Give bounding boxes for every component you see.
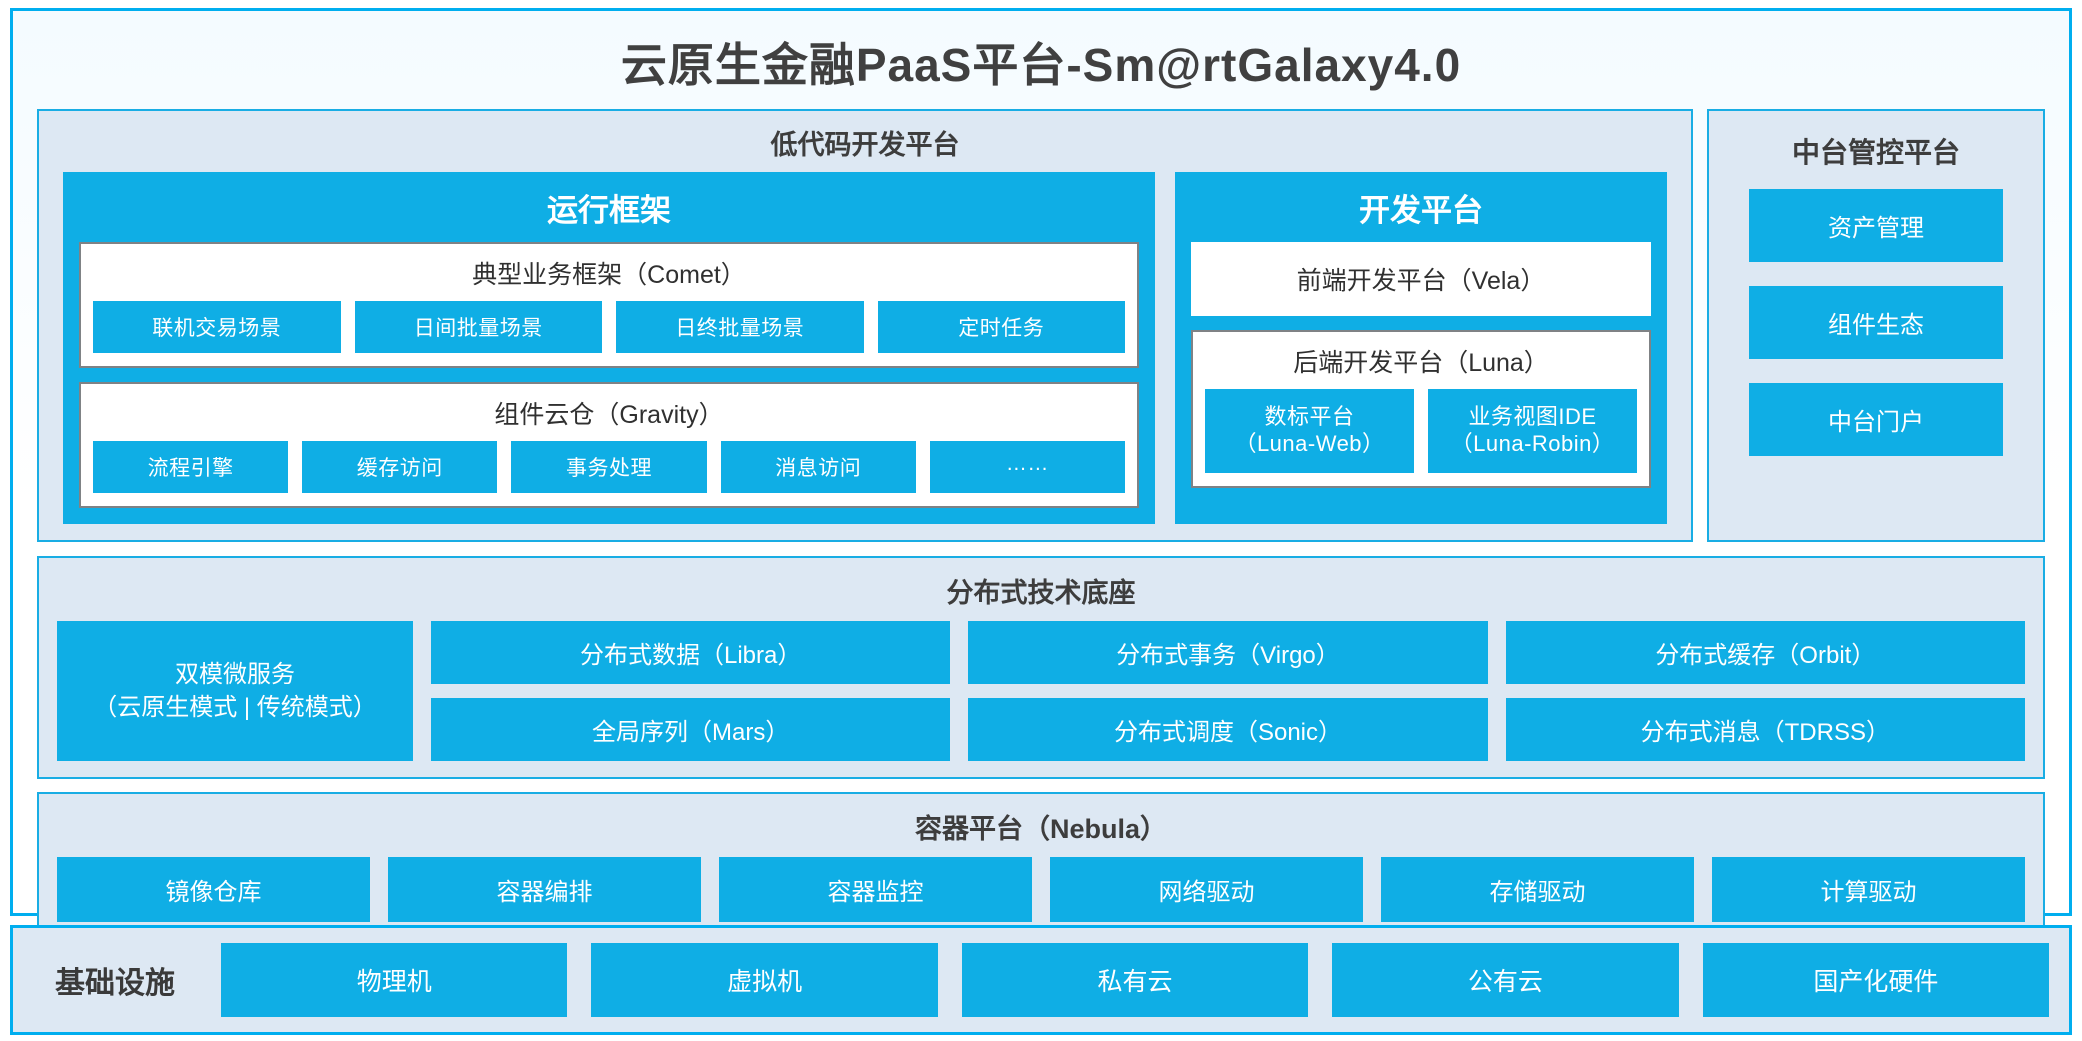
dual-mode-line2: （云原生模式 | 传统模式） (93, 694, 377, 721)
dev-platform-box: 开发平台 前端开发平台（Vela） 后端开发平台（Luna） 数标平台 （Lun… (1175, 172, 1667, 524)
chip-luna-robin-code: （Luna-Robin） (1450, 430, 1615, 456)
gravity-title: 组件云仓（Gravity） (494, 401, 724, 429)
dev-platform-body: 前端开发平台（Vela） 后端开发平台（Luna） 数标平台 （Luna-Web… (1175, 242, 1667, 488)
chip-luna-web[interactable]: 数标平台 （Luna-Web） (1205, 389, 1414, 473)
lowcode-inner: 运行框架 典型业务框架（Comet） 联机交易场景 日间批量场景 日终批量场景 … (39, 172, 1691, 524)
mid-platform-panel: 中台管控平台 资产管理 组件生态 中台门户 (1707, 109, 2045, 542)
container-cell-image-registry[interactable]: 镜像仓库 (57, 857, 370, 922)
chip-comet-0[interactable]: 联机交易场景 (93, 301, 341, 353)
container-cell-compute-driver[interactable]: 计算驱动 (1712, 857, 2025, 922)
chip-gravity-2[interactable]: 事务处理 (511, 441, 707, 493)
chip-comet-2[interactable]: 日终批量场景 (616, 301, 864, 353)
lower-sections: 分布式技术底座 双模微服务 （云原生模式 | 传统模式） 分布式数据（Libra… (13, 542, 2069, 942)
infra-cell-public-cloud[interactable]: 公有云 (1332, 943, 1679, 1017)
infra-cell-private-cloud[interactable]: 私有云 (961, 943, 1309, 1017)
distributed-column-1: 分布式数据（Libra） 全局序列（Mars） (431, 621, 951, 761)
dev-platform-title: 开发平台 (1359, 193, 1483, 228)
distributed-tech-title: 分布式技术底座 (946, 578, 1136, 608)
chip-luna-web-code: （Luna-Web） (1234, 430, 1385, 456)
vela-card[interactable]: 前端开发平台（Vela） (1191, 242, 1651, 316)
chip-luna-robin-name: 业务视图IDE (1468, 404, 1597, 429)
chip-gravity-0[interactable]: 流程引擎 (93, 441, 289, 493)
chip-luna-robin[interactable]: 业务视图IDE （Luna-Robin） (1428, 389, 1637, 473)
distributed-tech-body: 双模微服务 （云原生模式 | 传统模式） 分布式数据（Libra） 全局序列（M… (39, 621, 2043, 777)
luna-card: 后端开发平台（Luna） 数标平台 （Luna-Web） 业务视图IDE （Lu… (1191, 330, 1651, 488)
comet-title: 典型业务框架（Comet） (472, 261, 746, 289)
distributed-tech-panel: 分布式技术底座 双模微服务 （云原生模式 | 传统模式） 分布式数据（Libra… (37, 556, 2045, 779)
dist-cell-sonic[interactable]: 分布式调度（Sonic） (968, 698, 1488, 761)
chip-comet-3[interactable]: 定时任务 (877, 301, 1125, 353)
dist-cell-mars[interactable]: 全局序列（Mars） (431, 698, 951, 761)
container-platform-panel: 容器平台（Nebula） 镜像仓库 容器编排 容器监控 网络驱动 存储驱动 计算… (37, 792, 2045, 942)
gravity-chip-row: 流程引擎 缓存访问 事务处理 消息访问 …… (93, 441, 1126, 493)
comet-chip-row: 联机交易场景 日间批量场景 日终批量场景 定时任务 (93, 301, 1125, 353)
container-platform-title: 容器平台（Nebula） (914, 814, 1168, 844)
infrastructure-label: 基础设施 (55, 967, 175, 1000)
mid-platform-title: 中台管控平台 (1791, 137, 1960, 168)
distributed-column-3: 分布式缓存（Orbit） 分布式消息（TDRSS） (1505, 621, 2025, 761)
infra-cell-virtual-machine[interactable]: 虚拟机 (591, 943, 938, 1017)
container-cell-storage-driver[interactable]: 存储驱动 (1381, 857, 1694, 922)
chip-luna-web-name: 数标平台 (1264, 404, 1355, 429)
luna-title: 后端开发平台（Luna） (1293, 349, 1549, 377)
dist-cell-virgo[interactable]: 分布式事务（Virgo） (968, 621, 1488, 684)
comet-card: 典型业务框架（Comet） 联机交易场景 日间批量场景 日终批量场景 定时任务 (79, 242, 1139, 368)
container-cell-orchestration[interactable]: 容器编排 (388, 857, 701, 922)
chip-gravity-3[interactable]: 消息访问 (720, 441, 916, 493)
lowcode-platform-panel: 低代码开发平台 运行框架 典型业务框架（Comet） 联机交易场景 日间批量场景 (37, 109, 1693, 542)
chip-comet-1[interactable]: 日间批量场景 (354, 301, 602, 353)
dual-mode-microservice[interactable]: 双模微服务 （云原生模式 | 传统模式） (57, 621, 413, 761)
container-cell-network-driver[interactable]: 网络驱动 (1050, 857, 1363, 922)
lowcode-platform-title: 低代码开发平台 (770, 130, 960, 160)
infra-cell-physical-machine[interactable]: 物理机 (221, 943, 568, 1017)
container-cell-monitoring[interactable]: 容器监控 (719, 857, 1032, 922)
dual-mode-line1: 双模微服务 (175, 660, 295, 688)
runtime-framework-box: 运行框架 典型业务框架（Comet） 联机交易场景 日间批量场景 日终批量场景 … (63, 172, 1155, 524)
mid-item-asset-management[interactable]: 资产管理 (1749, 189, 2003, 262)
container-platform-body: 镜像仓库 容器编排 容器监控 网络驱动 存储驱动 计算驱动 (39, 857, 2043, 940)
dist-cell-libra[interactable]: 分布式数据（Libra） (431, 621, 951, 684)
infra-cell-domestic-hardware[interactable]: 国产化硬件 (1702, 943, 2050, 1017)
mid-platform-items: 资产管理 组件生态 中台门户 (1709, 189, 2043, 480)
chip-gravity-more[interactable]: …… (929, 441, 1126, 493)
distributed-column-2: 分布式事务（Virgo） 分布式调度（Sonic） (968, 621, 1488, 761)
chip-gravity-1[interactable]: 缓存访问 (302, 441, 498, 493)
luna-chip-row: 数标平台 （Luna-Web） 业务视图IDE （Luna-Robin） (1205, 389, 1637, 473)
gravity-card: 组件云仓（Gravity） 流程引擎 缓存访问 事务处理 消息访问 …… (79, 382, 1139, 508)
mid-item-component-ecosystem[interactable]: 组件生态 (1749, 286, 2003, 359)
top-columns: 低代码开发平台 运行框架 典型业务框架（Comet） 联机交易场景 日间批量场景 (13, 109, 2069, 542)
mid-item-portal[interactable]: 中台门户 (1749, 383, 2003, 456)
page-title: 云原生金融PaaS平台-Sm@rtGalaxy4.0 (620, 39, 1462, 91)
infrastructure-bar: 基础设施 物理机 虚拟机 私有云 公有云 国产化硬件 (10, 925, 2072, 1035)
runtime-framework-body: 典型业务框架（Comet） 联机交易场景 日间批量场景 日终批量场景 定时任务 … (63, 242, 1155, 508)
dist-cell-tdrss[interactable]: 分布式消息（TDRSS） (1505, 698, 2025, 761)
main-frame: 云原生金融PaaS平台-Sm@rtGalaxy4.0 低代码开发平台 运行框架 … (10, 8, 2072, 942)
dist-cell-orbit[interactable]: 分布式缓存（Orbit） (1505, 621, 2025, 684)
runtime-framework-title: 运行框架 (547, 193, 671, 228)
